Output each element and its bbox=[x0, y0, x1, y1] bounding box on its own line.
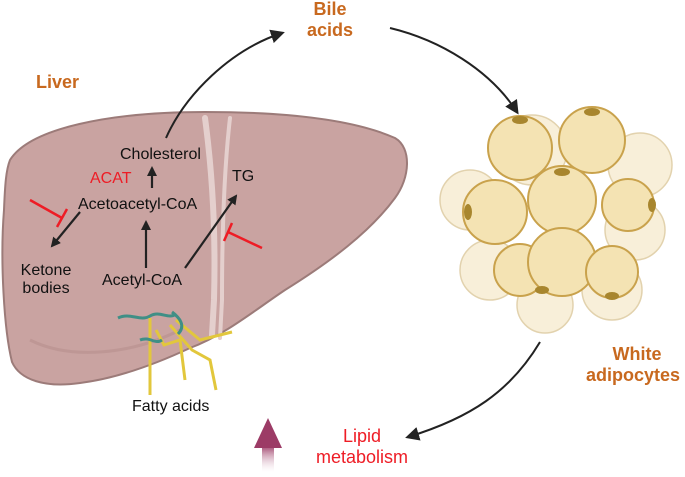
curved-arrow-icon bbox=[165, 29, 285, 139]
ketone-bodies-label: Ketone bodies bbox=[18, 262, 74, 299]
inhibition-bar-icon bbox=[29, 198, 69, 228]
liver-illustration bbox=[1, 110, 408, 386]
fatty-acid-chains bbox=[117, 310, 233, 395]
cholesterol-label: Cholesterol bbox=[120, 146, 201, 163]
liver-body bbox=[1, 110, 408, 386]
acat-label: ACAT bbox=[90, 170, 132, 187]
curved-arrow-icon bbox=[389, 27, 519, 115]
adipocyte-cluster bbox=[439, 106, 673, 334]
white-adipocytes-line1: White bbox=[612, 344, 662, 364]
liver-ligament bbox=[202, 115, 218, 338]
inhibition-markers bbox=[29, 198, 263, 250]
bile-acids-line2: acids bbox=[306, 19, 354, 40]
ketone-bodies-line2: bodies bbox=[22, 280, 70, 298]
arrow-acetoacetylcoa-to-ketone bbox=[50, 211, 81, 248]
ketone-bodies-line1: Ketone bbox=[20, 262, 72, 279]
liver-label: Liver bbox=[36, 72, 80, 92]
acetoacetyl-coa-label: Acetoacetyl-CoA bbox=[78, 196, 198, 213]
up-arrow-icon bbox=[254, 418, 282, 472]
lipid-metabolism-line2: metabolism bbox=[315, 446, 409, 467]
pathway-arrows bbox=[50, 166, 238, 269]
acetyl-coa-label: Acetyl-CoA bbox=[102, 272, 183, 289]
curved-arrow-icon bbox=[405, 341, 541, 441]
white-adipocytes-label: White adipocytes bbox=[578, 344, 685, 385]
inhibition-bar-icon bbox=[222, 222, 263, 250]
cycle-arrows bbox=[165, 27, 541, 441]
arrow-acetylcoa-to-tg bbox=[184, 194, 238, 269]
fatty-acids-label: Fatty acids bbox=[132, 398, 210, 415]
bile-acids-line1: Bile bbox=[313, 0, 347, 19]
bile-acids-label: Bile acids bbox=[300, 0, 360, 40]
lipid-metabolism-label: Lipid metabolism bbox=[312, 426, 412, 467]
white-adipocytes-line2: adipocytes bbox=[585, 364, 681, 385]
tg-label: TG bbox=[232, 168, 255, 185]
lipid-metabolism-line1: Lipid bbox=[342, 426, 382, 446]
